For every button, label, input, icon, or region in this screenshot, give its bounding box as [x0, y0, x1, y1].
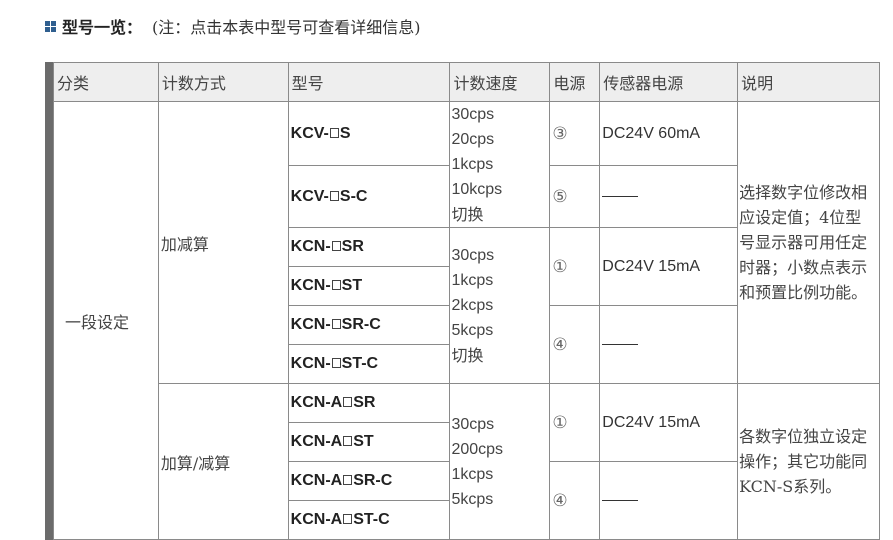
model-link[interactable]: KCN-ST: [287, 266, 451, 306]
model-table: 分类 计数方式 型号 计数速度 电源 传感器电源 说明 一段设定 加减算 KCV…: [53, 62, 880, 540]
power-cell: ④: [549, 305, 601, 384]
col-header-power: 电源: [549, 62, 601, 102]
sensor-power-cell: [599, 165, 739, 228]
count-mode-cell: 加减算: [157, 101, 289, 384]
table-row: KCN-ST: [54, 266, 880, 306]
table-row: 一段设定 加减算 KCV-S 30cps 20cps 1kcps 10kcps …: [53, 101, 880, 540]
sensor-power-cell: [599, 305, 739, 384]
placeholder-box-icon: [331, 280, 341, 290]
count-speed-cell: 30cps 20cps 1kcps 10kcps 切换: [449, 101, 551, 228]
count-speed-cell: 30cps 200cps 1kcps 5kcps: [449, 383, 551, 540]
model-link[interactable]: KCV-S-C: [287, 165, 451, 228]
table-row: KCN-SR 30cps 1kcps 2kcps 5kcps 切换 ① DC24…: [54, 227, 880, 384]
sensor-power-cell: DC24V 15mA: [599, 227, 739, 306]
table-row: KCN-ST-C: [54, 344, 880, 384]
placeholder-box-icon: [331, 241, 341, 251]
power-cell: ①: [549, 227, 601, 306]
model-link[interactable]: KCN-SR: [287, 227, 451, 267]
placeholder-box-icon: [343, 397, 353, 407]
power-cell: ⑤: [549, 165, 601, 228]
model-table-wrapper: 分类 计数方式 型号 计数速度 电源 传感器电源 说明 一段设定 加减算 KCV…: [45, 62, 880, 540]
table-row: KCV-S-C ⑤: [54, 165, 880, 228]
count-mode-cell: 加算/减算: [157, 383, 289, 540]
model-link[interactable]: KCN-ST-C: [287, 344, 451, 384]
grid-icon: [45, 20, 56, 32]
table-row: KCN-SR-C ④: [54, 305, 880, 384]
col-header-count-mode: 计数方式: [157, 62, 289, 102]
placeholder-box-icon: [331, 358, 341, 368]
model-link[interactable]: KCN-SR-C: [287, 305, 451, 345]
section-title: 型号一览：: [62, 18, 143, 37]
power-cell: ④: [549, 461, 601, 540]
placeholder-box-icon: [343, 436, 353, 446]
sensor-power-cell: DC24V 15mA: [599, 383, 739, 462]
section-header: 型号一览： (注：点击本表中型号可查看详细信息): [45, 14, 421, 38]
section-note: (注：点击本表中型号可查看详细信息): [152, 18, 421, 37]
table-header-row: 分类 计数方式 型号 计数速度 电源 传感器电源 说明: [53, 62, 880, 102]
description-cell: 各数字位独立设定操作；其它功能同KCN-S系列。: [737, 383, 880, 540]
col-header-sensor-power: 传感器电源: [599, 62, 739, 102]
description-cell: 选择数字位修改相应设定值；4位型号显示器可用任定时器；小数点表示和预置比例功能。: [737, 101, 880, 384]
dash-line: [602, 195, 639, 197]
table-left-border: [45, 62, 53, 540]
col-header-count-speed: 计数速度: [449, 62, 551, 102]
sensor-power-cell: DC24V 60mA: [599, 101, 739, 166]
col-header-category: 分类: [53, 62, 159, 102]
placeholder-box-icon: [329, 190, 339, 201]
placeholder-box-icon: [343, 475, 353, 485]
dash-line: [602, 499, 639, 501]
placeholder-box-icon: [329, 127, 339, 138]
power-cell: ①: [549, 383, 601, 462]
placeholder-box-icon: [343, 514, 353, 524]
category-cell: 一段设定: [53, 101, 159, 540]
placeholder-box-icon: [331, 319, 341, 329]
dash-line: [602, 343, 639, 345]
col-header-model: 型号: [287, 62, 451, 102]
sensor-power-cell: [599, 461, 739, 540]
model-link[interactable]: KCV-S: [287, 101, 451, 166]
col-header-description: 说明: [737, 62, 880, 102]
count-speed-cell: 30cps 1kcps 2kcps 5kcps 切换: [449, 227, 551, 384]
power-cell: ③: [549, 101, 601, 166]
